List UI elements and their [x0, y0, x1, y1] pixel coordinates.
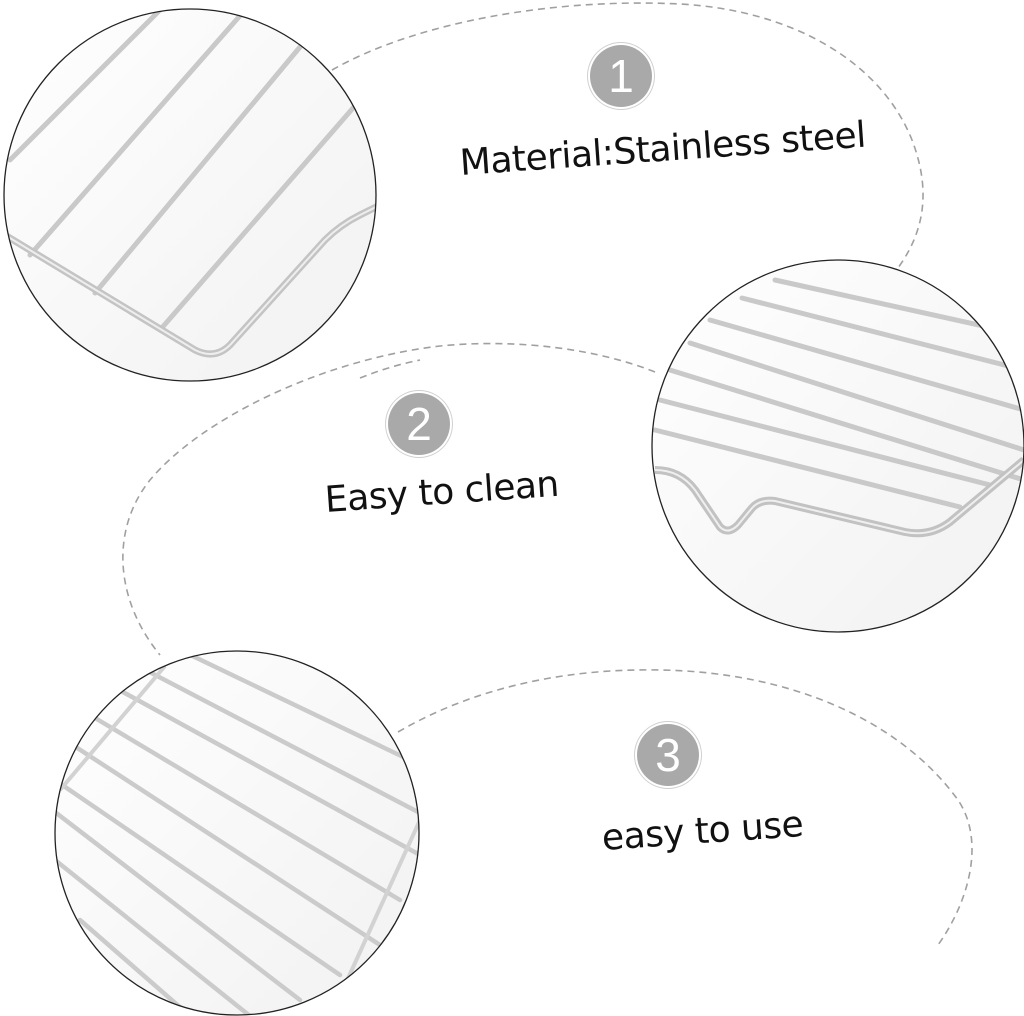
- dashed-outline-2: [122, 342, 656, 656]
- rack-image-1: [4, 9, 376, 381]
- rack-image-3: [55, 651, 419, 1015]
- rack-image-2: [652, 260, 1024, 632]
- number-badge-2-icon: 2: [388, 393, 450, 455]
- number-badge-1-icon: 1: [590, 45, 652, 107]
- dashed-outline-1: [331, 2, 924, 269]
- number-badge-3-icon: 3: [637, 724, 699, 786]
- dashed-outline-3: [397, 669, 973, 946]
